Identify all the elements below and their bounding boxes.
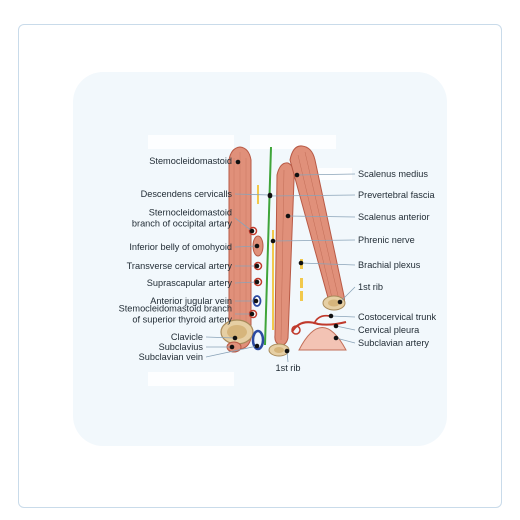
scalenus-anterior-leader bbox=[287, 215, 356, 218]
costocervical-trunk-leader bbox=[330, 315, 356, 318]
clavicle-marker bbox=[232, 335, 238, 341]
first-rib-right-bone bbox=[322, 295, 346, 311]
subclavian-vein-label: Subclavian vein bbox=[139, 352, 203, 362]
subclavian-artery-label: Subclavian artery bbox=[358, 338, 429, 348]
scm-branch-thyroid-marker bbox=[249, 311, 255, 317]
suprascapular-artery-label: Suprascapular artery bbox=[147, 278, 233, 288]
clavicle-label: Clavicle bbox=[171, 332, 203, 342]
phrenic-nerve-leader bbox=[272, 239, 356, 242]
subclavius-label: Subclavius bbox=[159, 342, 204, 352]
prevertebral-fascia-leader bbox=[269, 194, 356, 197]
subclavian-vein-shape bbox=[251, 329, 265, 351]
placeholder-box bbox=[148, 135, 234, 149]
subclavius-marker bbox=[229, 344, 235, 350]
phrenic-nerve-label: Phrenic nerve bbox=[358, 235, 415, 245]
subclavian-vein-marker bbox=[254, 343, 260, 349]
prevertebral-fascia-label: Prevertebral fascia bbox=[358, 190, 435, 200]
phrenic-nerve-marker bbox=[270, 238, 276, 244]
sternocleidomastoid-muscle bbox=[228, 146, 252, 350]
scalenus-anterior-muscle bbox=[274, 162, 295, 346]
brachial-plexus-markers bbox=[300, 259, 303, 301]
subclavian-vein-leader bbox=[205, 345, 258, 358]
suprascapular-artery-leader bbox=[234, 281, 258, 284]
artery-loop bbox=[291, 325, 301, 335]
cervical-pleura-leader bbox=[335, 325, 356, 331]
cervical-pleura-dome bbox=[298, 327, 347, 351]
scm-branch-occipital-marker bbox=[249, 228, 255, 234]
descendens-cervicalis-leader bbox=[234, 193, 271, 196]
brachial-plexus-leader bbox=[300, 262, 356, 266]
first-rib-bottom-marker bbox=[284, 348, 290, 354]
transverse-cervical-artery-marker bbox=[254, 263, 260, 269]
costocervical-trunk-vessel bbox=[313, 314, 331, 325]
sternocleidomastoid-label: Stemocleidomastoid bbox=[149, 156, 232, 166]
scalenus-anterior-label: Scalenus anterior bbox=[358, 212, 430, 222]
cervical-pleura-label: Cervical pleura bbox=[358, 325, 420, 335]
suprascapular-artery-marker bbox=[254, 279, 260, 285]
costocervical-trunk-marker bbox=[328, 313, 334, 319]
first-rib-bottom-label: 1st rib bbox=[275, 363, 300, 373]
descendens-nerve-line bbox=[264, 146, 272, 346]
anterior-jugular-vein-label: Anterior jugular vein bbox=[150, 296, 232, 306]
transverse-cervical-artery-label: Transverse cervical artery bbox=[127, 261, 233, 271]
subclavian-artery-marker bbox=[333, 335, 339, 341]
subclavian-artery-leader bbox=[335, 337, 356, 344]
brachial-plexus-label: Brachial plexus bbox=[358, 260, 421, 270]
cervical-pleura-marker bbox=[333, 323, 339, 329]
inferior-belly-omohyoid-marker bbox=[254, 243, 260, 249]
anterior-jugular-vein-marker bbox=[253, 298, 259, 304]
prevertebral-fascia-marker bbox=[267, 193, 273, 199]
descendens-cervicalis-label: Descendens cervicalls bbox=[141, 189, 233, 199]
first-rib-right-marker bbox=[337, 299, 343, 305]
scalenus-medius-label: Scalenus medius bbox=[358, 169, 428, 179]
inferior-belly-omohyoid-label: Inferior belly of omohyoid bbox=[129, 242, 232, 252]
first-rib-right-leader bbox=[339, 286, 356, 303]
scalenus-medius-leader bbox=[296, 173, 356, 176]
sternocleidomastoid-marker bbox=[235, 159, 241, 165]
scalenus-anterior-marker bbox=[285, 213, 291, 219]
scalenus-medius-marker bbox=[294, 172, 300, 178]
first-rib-bottom-bone bbox=[268, 343, 290, 357]
inferior-belly-omohyoid-leader bbox=[234, 245, 258, 248]
scm-branch-occipital-leader bbox=[234, 217, 253, 232]
costocervical-trunk-label: Costocervical trunk bbox=[358, 312, 437, 322]
diagram-panel bbox=[73, 72, 447, 446]
placeholder-box bbox=[148, 372, 234, 386]
clavicle-leader bbox=[205, 336, 236, 339]
first-rib-right-label: 1st rib bbox=[358, 282, 383, 292]
placeholder-box bbox=[250, 135, 336, 149]
brachial-plexus-marker bbox=[298, 260, 304, 266]
leader-lines bbox=[205, 159, 356, 363]
